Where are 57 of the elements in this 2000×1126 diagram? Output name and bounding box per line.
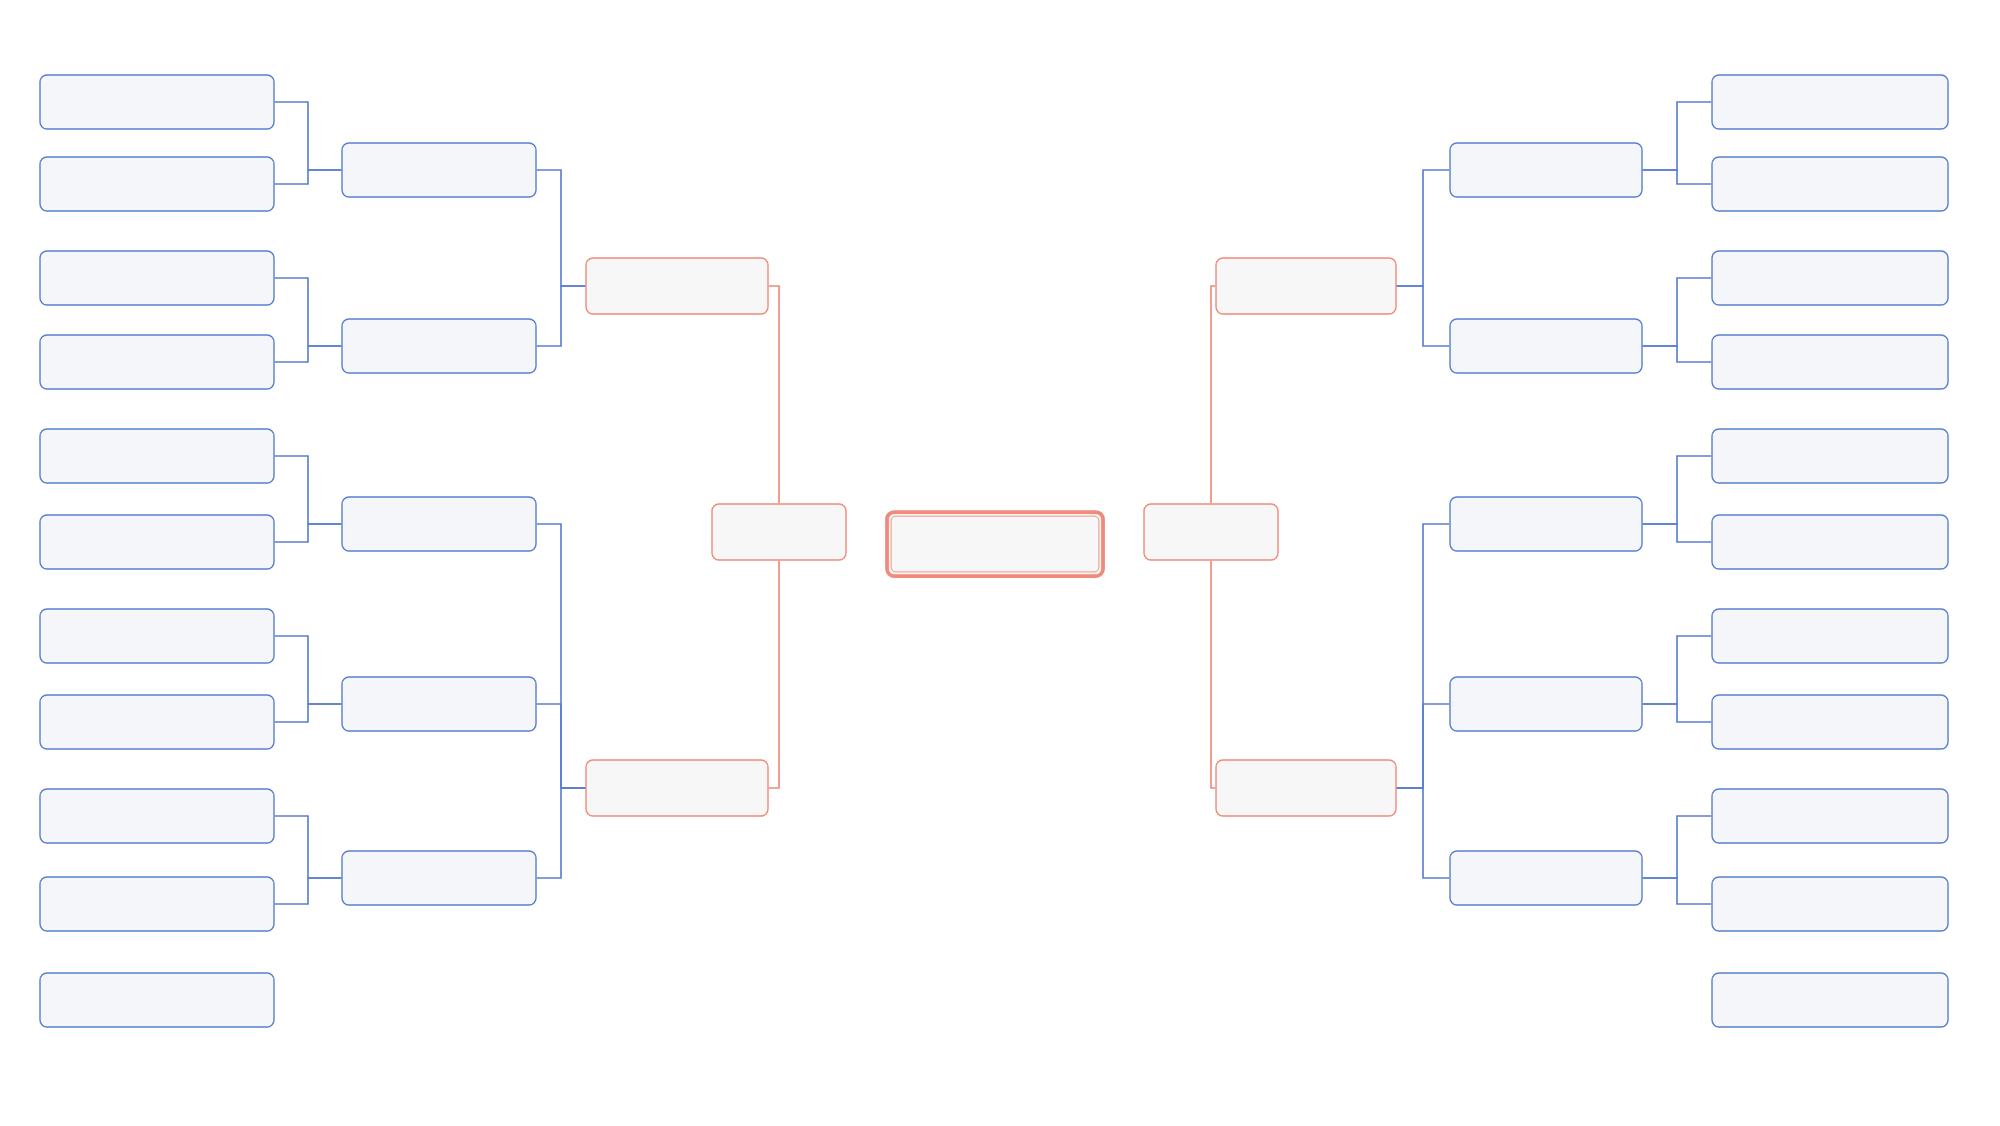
bracket-box: [39, 156, 275, 212]
bracket-box: [1449, 850, 1643, 906]
bracket-line: [273, 523, 343, 543]
bracket-line: [767, 285, 780, 505]
bracket-line: [535, 285, 587, 347]
bracket-box: [1711, 428, 1949, 484]
bracket-box: [1215, 257, 1397, 315]
bracket-line: [273, 169, 343, 185]
bracket-box: [1449, 142, 1643, 198]
bracket-box: [39, 250, 275, 306]
bracket-line: [1641, 523, 1713, 543]
bracket-box: [341, 318, 537, 374]
bracket-box: [1711, 608, 1949, 664]
bracket-box: [1711, 156, 1949, 212]
bracket-line: [1641, 877, 1713, 905]
bracket-line: [273, 703, 343, 723]
bracket-line: [535, 787, 587, 879]
bracket-line: [1641, 345, 1713, 363]
bracket-box: [1449, 318, 1643, 374]
bracket-line: [1210, 559, 1217, 789]
bracket-box: [39, 514, 275, 570]
bracket-line: [1395, 787, 1451, 879]
bracket-line: [1395, 285, 1451, 347]
bracket-box: [1711, 334, 1949, 390]
bracket-box: [341, 850, 537, 906]
final-box: [885, 510, 1105, 578]
bracket-box: [39, 334, 275, 390]
bracket-line: [1641, 169, 1713, 185]
bracket-box: [1215, 759, 1397, 817]
bracket-box: [341, 676, 537, 732]
bracket-box: [39, 788, 275, 844]
bracket-box: [1711, 694, 1949, 750]
bracket-box: [1711, 972, 1949, 1028]
bracket-box: [1711, 876, 1949, 932]
bracket-box: [1449, 676, 1643, 732]
bracket-line: [1641, 703, 1713, 723]
bracket-box: [585, 759, 769, 817]
bracket-box: [1449, 496, 1643, 552]
bracket-box: [341, 142, 537, 198]
bracket-box: [39, 74, 275, 130]
bracket-line: [1210, 285, 1217, 505]
bracket-box: [39, 608, 275, 664]
bracket-box: [1143, 503, 1279, 561]
bracket-box: [341, 496, 537, 552]
bracket-box: [39, 876, 275, 932]
bracket-line: [273, 345, 343, 363]
bracket-line: [273, 877, 343, 905]
bracket-box: [585, 257, 769, 315]
bracket-box: [39, 972, 275, 1028]
bracket-box: [1711, 250, 1949, 306]
bracket-box: [1711, 514, 1949, 570]
bracket-box: [39, 428, 275, 484]
bracket-line: [767, 559, 780, 789]
bracket-box: [1711, 788, 1949, 844]
bracket-box: [1711, 74, 1949, 130]
bracket-box: [711, 503, 847, 561]
bracket-box: [39, 694, 275, 750]
